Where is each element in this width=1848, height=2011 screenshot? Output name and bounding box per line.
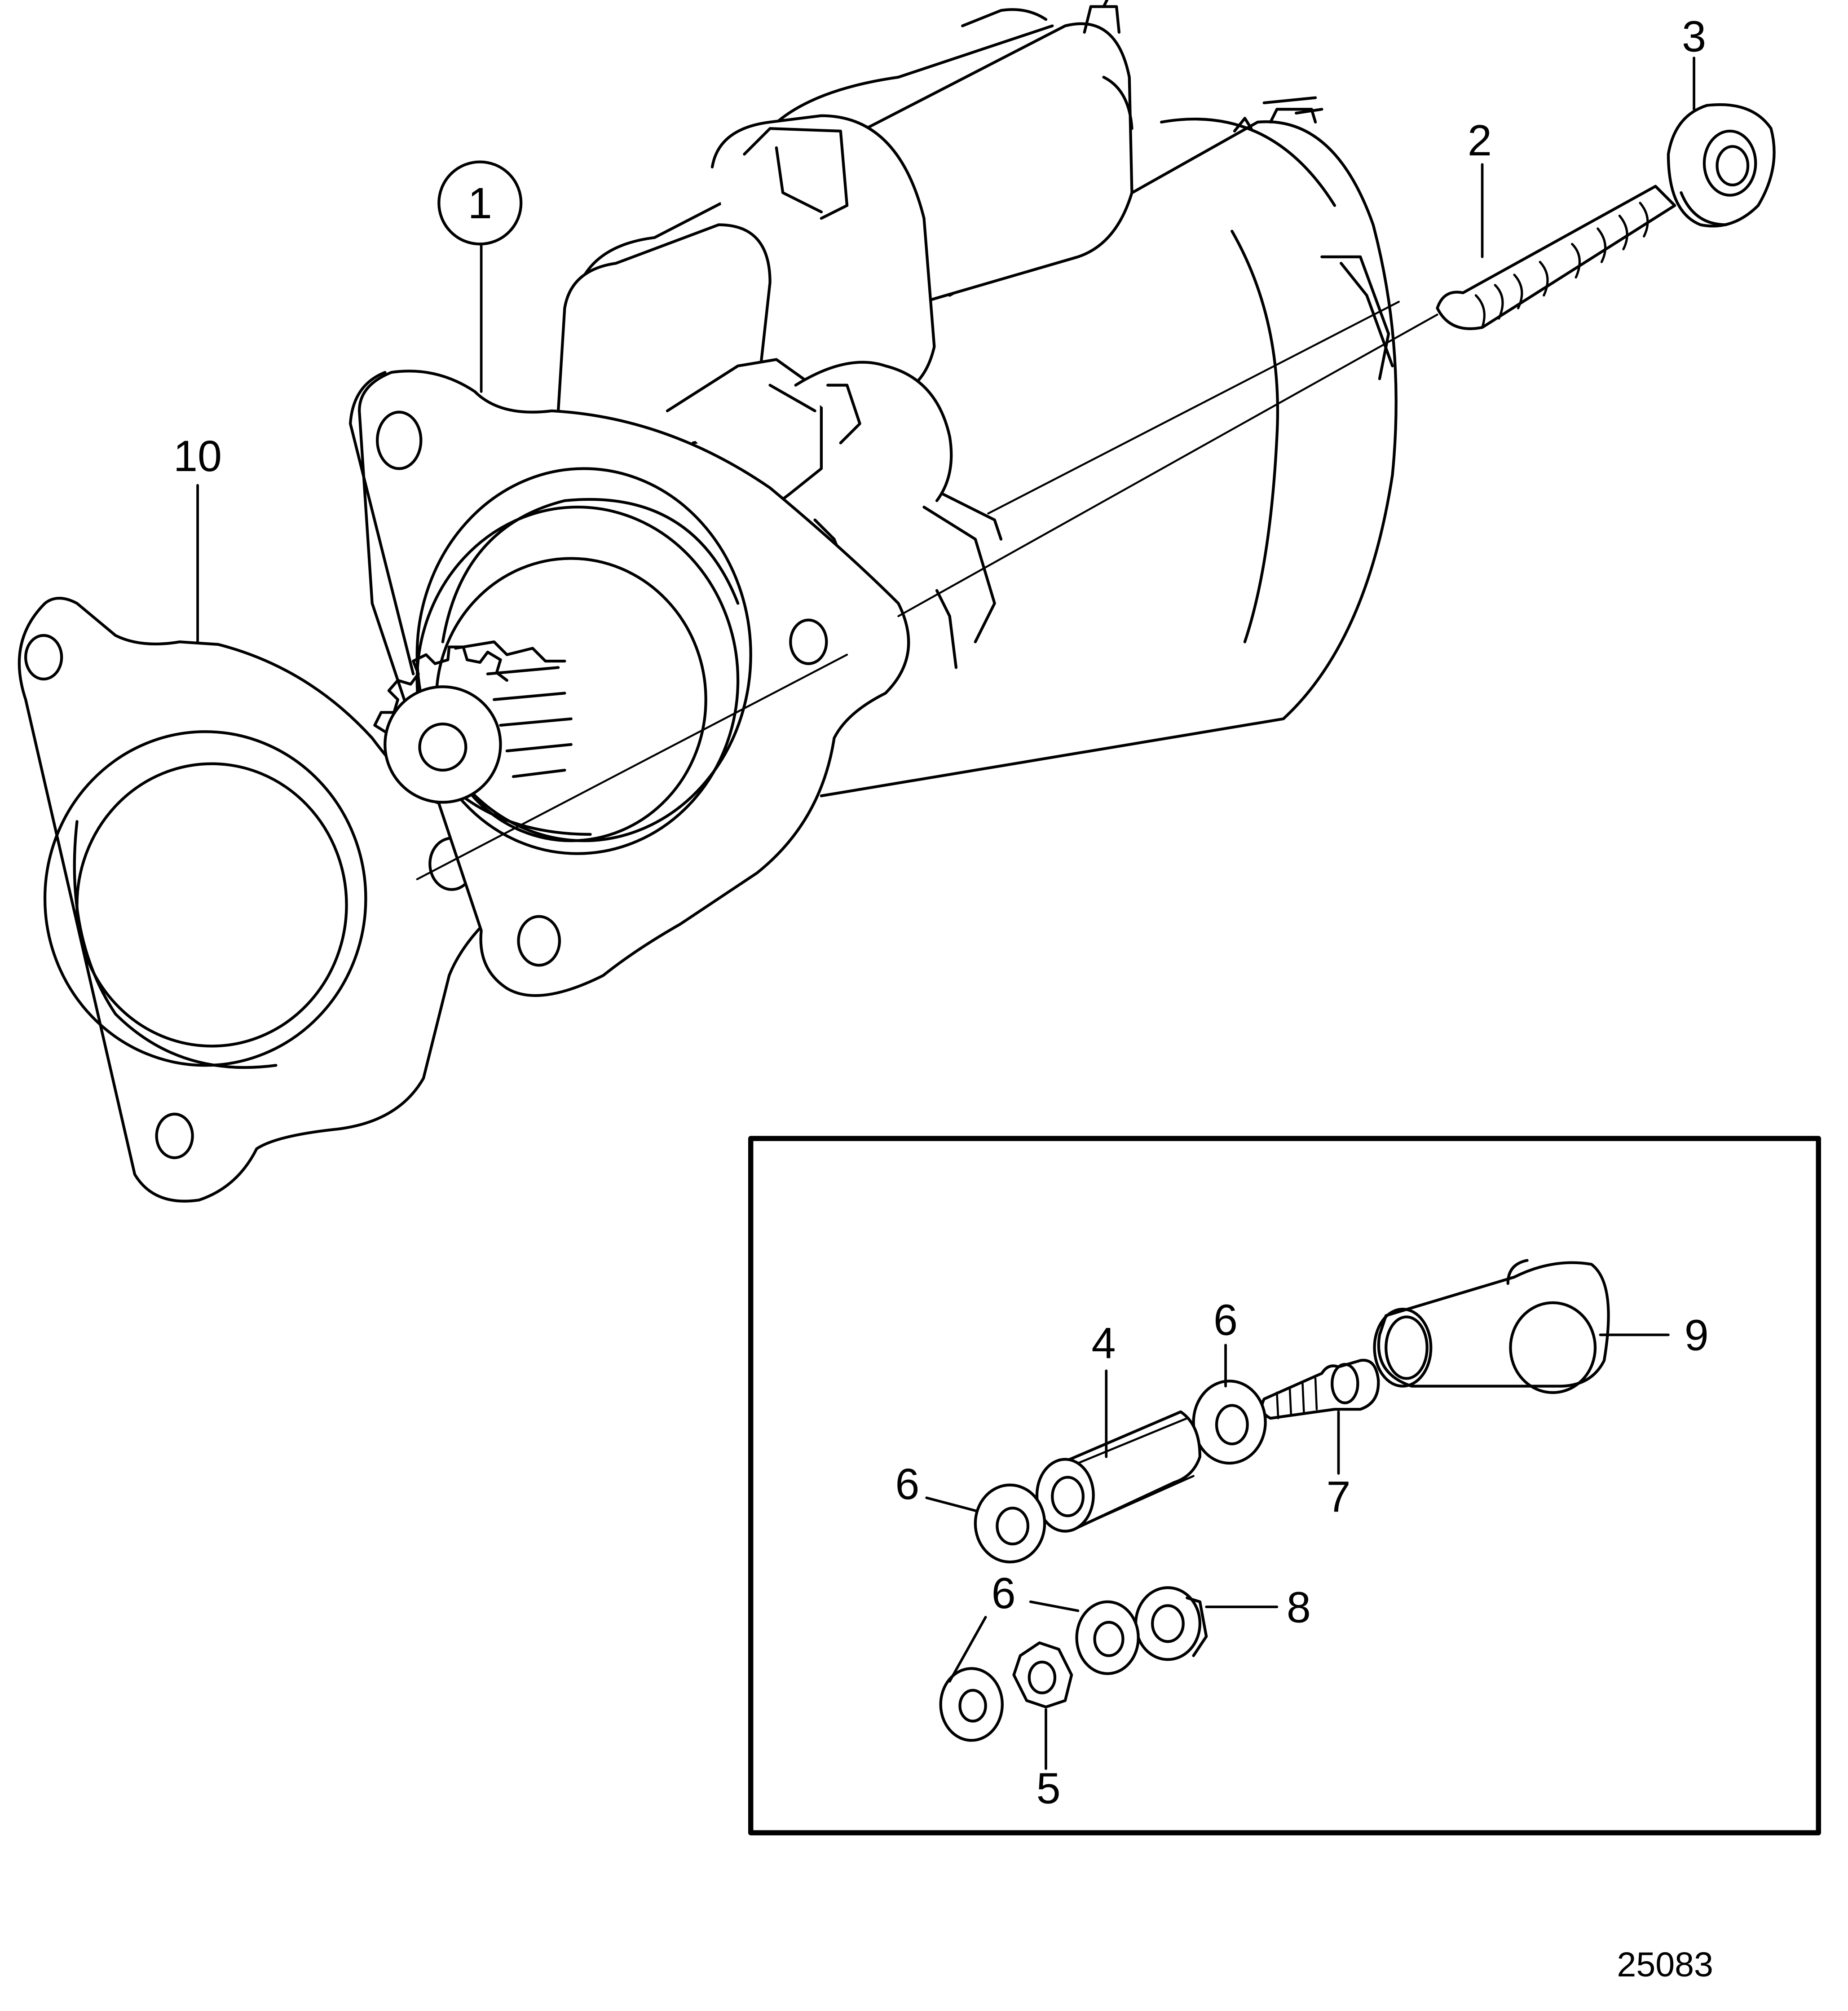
hex-connector-part-4: [1035, 1410, 1202, 1533]
washer-part-6-left: [974, 1483, 1046, 1564]
callout-5: 5: [1036, 1764, 1061, 1813]
hex-nut-part-5: [1012, 1641, 1073, 1709]
callout-10: 10: [173, 432, 222, 481]
washer-part-6-lower-mid: [1075, 1600, 1140, 1675]
callout-9: 9: [1685, 1311, 1709, 1360]
callout-6-lower: 6: [992, 1569, 1016, 1618]
callout-circle-1: [437, 160, 523, 246]
callout-2: 2: [1468, 116, 1492, 165]
callout-1: 1: [468, 179, 492, 228]
callout-6-left: 6: [895, 1460, 919, 1508]
starter-motor-part-1: [348, 0, 1438, 997]
leader-lines: [196, 57, 1695, 1770]
washer-part-6-upper: [1192, 1380, 1267, 1465]
callout-7: 7: [1327, 1473, 1351, 1521]
inset-frame: [748, 1136, 1821, 1835]
washer-part-6-lower-left: [939, 1667, 1004, 1742]
through-bolt-part-2: [1436, 185, 1676, 331]
flange-nut-part-3: [1667, 103, 1776, 228]
nut-part-8: [1134, 1586, 1208, 1661]
terminal-cap-part-9: [1373, 1259, 1610, 1394]
callout-3: 3: [1682, 12, 1706, 61]
callouts: 1 10 2 3 4 6 6 7 9 6 8 5 25083: [173, 12, 1713, 1984]
callout-4: 4: [1092, 1319, 1116, 1367]
callout-6-upper: 6: [1213, 1295, 1238, 1344]
pinion-gear: [373, 640, 573, 804]
figure-number: 25083: [1617, 1945, 1713, 1984]
callout-8: 8: [1287, 1583, 1311, 1632]
screw-part-7: [1260, 1358, 1380, 1420]
